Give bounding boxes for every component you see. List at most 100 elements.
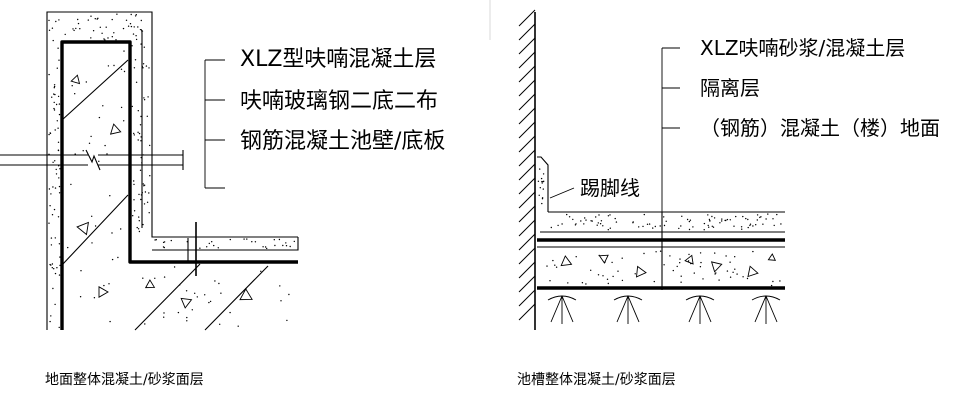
aggregate-dot xyxy=(602,275,604,277)
aggregate-dot xyxy=(747,218,749,221)
aggregate-dot xyxy=(97,17,99,19)
aggregate-dot xyxy=(280,300,282,302)
aggregate-dot xyxy=(59,256,61,258)
aggregate-dot xyxy=(288,293,290,296)
aggregate-dot xyxy=(139,169,142,171)
aggregate-dot xyxy=(692,226,694,228)
aggregate-dot xyxy=(142,223,144,226)
aggregate-dot xyxy=(539,168,541,170)
aggregate-dot xyxy=(120,228,122,230)
aggregate-dot xyxy=(115,39,117,41)
aggregate-dot xyxy=(123,50,125,52)
aggregate-dot xyxy=(687,260,690,262)
aggregate-dot xyxy=(57,95,60,98)
aggregate-dot xyxy=(597,274,600,276)
hatch-line xyxy=(518,121,536,139)
aggregate-dot xyxy=(760,216,762,218)
aggregate-dot xyxy=(715,272,717,274)
aggregate-dot xyxy=(557,224,559,227)
aggregate-dot xyxy=(143,46,145,48)
aggregate-dot xyxy=(48,133,50,136)
aggregate-dot xyxy=(676,265,678,268)
aggregate-dot xyxy=(741,228,743,230)
aggregate-dot xyxy=(55,20,57,23)
aggregate-dot xyxy=(51,214,54,216)
aggregate-dot xyxy=(285,242,287,244)
aggregate-triangle xyxy=(747,265,759,278)
aggregate-dot xyxy=(767,213,769,215)
aggregate-dot xyxy=(74,93,76,95)
aggregate-dot xyxy=(659,250,662,252)
aggregate-dot xyxy=(540,177,543,180)
aggregate-dot xyxy=(50,237,53,239)
aggregate-dot xyxy=(133,210,136,212)
aggregate-dot xyxy=(746,277,749,280)
aggregate-dot xyxy=(55,103,58,106)
aggregate-dot xyxy=(663,216,665,218)
aggregate-dot xyxy=(584,217,586,219)
aggregate-dot xyxy=(90,15,92,17)
aggregate-dot xyxy=(149,144,151,147)
aggregate-dot xyxy=(154,277,156,279)
aggregate-dot xyxy=(90,37,92,39)
aggregate-dot xyxy=(537,180,540,182)
aggregate-dot xyxy=(51,263,54,265)
aggregate-dot xyxy=(688,220,691,223)
aggregate-dot xyxy=(101,32,103,34)
aggregate-dot xyxy=(724,219,726,222)
aggregate-dot xyxy=(123,70,126,73)
aggregate-dot xyxy=(648,223,651,225)
aggregate-dot xyxy=(596,224,598,226)
aggregate-dot xyxy=(191,309,193,311)
aggregate-dot xyxy=(678,227,680,230)
aggregate-dot xyxy=(77,22,80,25)
aggregate-dot xyxy=(707,214,709,216)
aggregate-dot xyxy=(133,180,135,182)
hatch-line xyxy=(518,275,536,293)
aggregate-triangle xyxy=(76,221,89,236)
aggregate-dot xyxy=(759,216,761,219)
aggregate-dot xyxy=(57,127,59,129)
aggregate-dot xyxy=(669,255,671,257)
aggregate-dot xyxy=(725,255,727,257)
aggregate-dot xyxy=(142,183,144,185)
aggregate-dot xyxy=(52,186,54,188)
aggregate-dot xyxy=(177,311,180,314)
aggregate-dot xyxy=(135,38,138,41)
aggregate-dot xyxy=(148,67,150,69)
aggregate-dot xyxy=(273,239,275,241)
aggregate-dot xyxy=(80,270,82,272)
aggregate-dot xyxy=(680,275,682,277)
left-detail: XLZ型呋喃混凝土层 呋喃玻璃钢二底二布 钢筋混凝土池壁/底板 地面整体混凝土/… xyxy=(0,0,491,388)
hatch-line xyxy=(518,233,536,251)
aggregate-dot xyxy=(106,153,108,155)
aggregate-dot xyxy=(129,23,132,25)
soil-symbol xyxy=(547,295,577,324)
aggregate-dot xyxy=(144,323,146,325)
aggregate-dot xyxy=(714,252,716,254)
aggregate-dot xyxy=(131,105,133,108)
break-symbol xyxy=(85,149,101,171)
aggregate-dot xyxy=(194,292,196,294)
aggregate-dot xyxy=(98,116,101,119)
skirting-outline xyxy=(537,156,549,212)
aggregate-dot xyxy=(615,221,618,223)
aggregate-dot xyxy=(138,193,140,196)
aggregate-dot xyxy=(50,244,53,246)
aggregate-dot xyxy=(163,316,165,318)
hatch-line xyxy=(518,177,536,195)
aggregate-dot xyxy=(538,194,540,196)
aggregate-dot xyxy=(127,25,130,27)
aggregate-dot xyxy=(634,273,636,275)
aggregate-dot xyxy=(72,28,74,30)
aggregate-dot xyxy=(711,215,713,218)
aggregate-dot xyxy=(567,282,569,284)
aggregate-dot xyxy=(274,244,276,247)
aggregate-dot xyxy=(117,256,119,259)
aggregate-dot xyxy=(621,279,624,282)
label-isolation-layer: 隔离层 xyxy=(700,76,760,100)
aggregate-dot xyxy=(550,226,552,229)
aggregate-dot xyxy=(48,29,51,31)
aggregate-dot xyxy=(59,168,61,170)
